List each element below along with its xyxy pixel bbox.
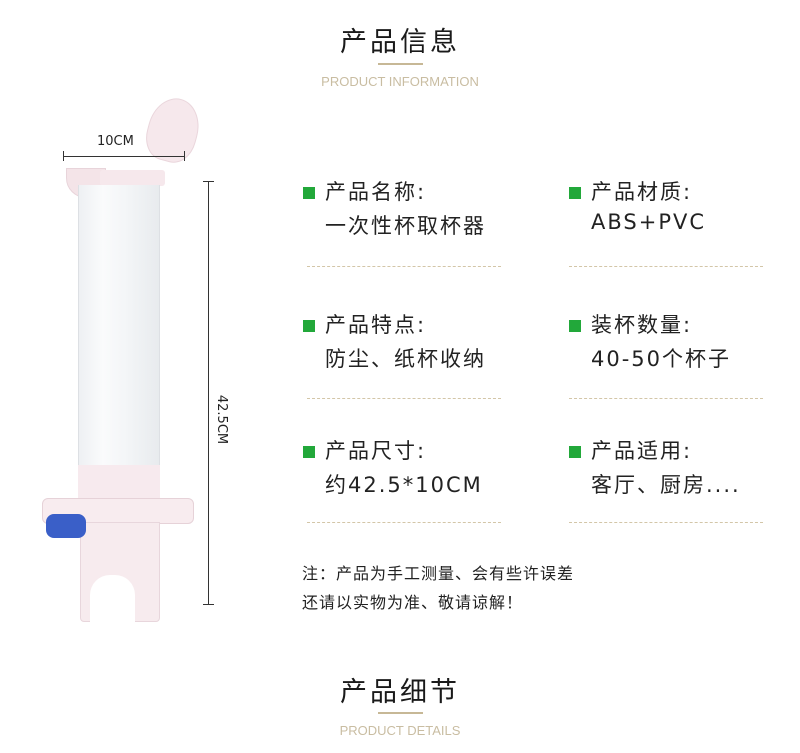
spec-item: 产品名称: 一次性杯取杯器	[303, 180, 543, 240]
spec-value: 40-50个杯子	[591, 347, 732, 371]
gold-divider	[378, 63, 423, 65]
bullet-icon	[569, 187, 581, 199]
tube	[78, 185, 160, 470]
height-dimension-line	[208, 181, 209, 605]
product-image: 10CM 42.5CM	[0, 0, 240, 640]
spec-label: 产品特点:	[325, 313, 427, 337]
height-label: 42.5CM	[214, 394, 230, 445]
spec-label: 产品材质:	[591, 180, 693, 204]
divider	[569, 398, 763, 399]
width-label: 10CM	[97, 134, 134, 149]
spec-label: 产品名称:	[325, 180, 427, 204]
note-line-2: 还请以实物为准、敬请谅解！	[302, 593, 524, 612]
spec-item: 产品适用: 客厅、厨房....	[569, 439, 800, 499]
details-title: 产品细节	[340, 677, 460, 708]
spec-value: ABS+PVC	[591, 210, 707, 234]
spec-label: 产品适用:	[591, 439, 693, 463]
spec-value: 防尘、纸杯收纳	[325, 347, 486, 371]
dimension-tick	[63, 151, 64, 161]
bullet-icon	[303, 187, 315, 199]
bullet-icon	[303, 446, 315, 458]
cup-opening	[90, 575, 135, 622]
spec-item: 产品材质: ABS+PVC	[569, 180, 800, 240]
divider	[307, 398, 501, 399]
bullet-icon	[303, 320, 315, 332]
dimension-tick	[203, 181, 214, 182]
spec-value: 客厅、厨房....	[591, 473, 741, 497]
spec-item: 产品尺寸: 约42.5*10CM	[303, 439, 543, 499]
spec-item: 产品特点: 防尘、纸杯收纳	[303, 313, 543, 373]
details-subtitle: PRODUCT DETAILS	[339, 723, 461, 738]
bullet-icon	[569, 446, 581, 458]
lower-cylinder	[80, 522, 160, 622]
width-dimension-line	[63, 156, 185, 157]
spec-label: 装杯数量:	[591, 313, 693, 337]
divider	[307, 522, 501, 523]
divider	[307, 266, 501, 267]
section-subtitle: PRODUCT INFORMATION	[321, 74, 479, 89]
section-title: 产品信息	[340, 27, 460, 58]
dimension-tick	[184, 151, 185, 161]
spec-label: 产品尺寸:	[325, 439, 427, 463]
divider	[569, 522, 763, 523]
divider	[569, 266, 763, 267]
gold-divider	[378, 712, 423, 714]
spec-item: 装杯数量: 40-50个杯子	[569, 313, 800, 373]
release-knob[interactable]	[46, 514, 86, 538]
bullet-icon	[569, 320, 581, 332]
dimension-tick	[203, 604, 214, 605]
top-cap-ring	[100, 170, 165, 186]
tube-base	[78, 465, 160, 500]
spec-value: 一次性杯取杯器	[325, 214, 486, 238]
spec-value: 约42.5*10CM	[325, 473, 483, 497]
note-line-1: 注：产品为手工测量、会有些许误差	[302, 564, 575, 583]
